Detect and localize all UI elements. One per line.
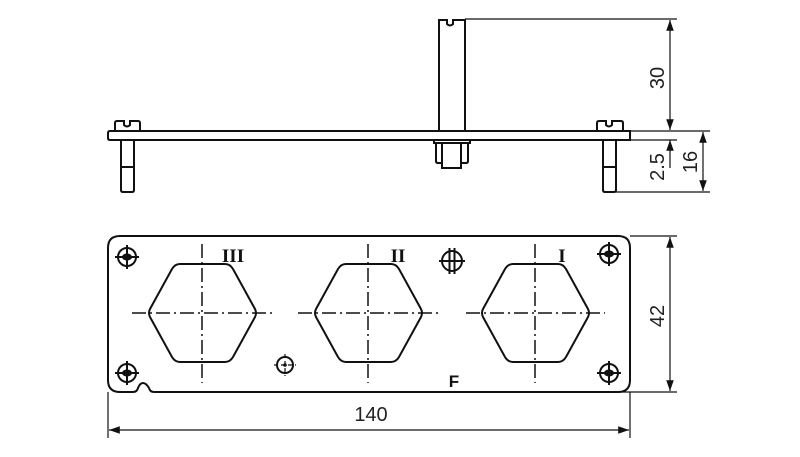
dim-42-label: 42 — [647, 305, 669, 327]
dimension-30: 30 — [465, 18, 677, 130]
corner-screw-tl — [115, 245, 139, 269]
label-port-II: II — [391, 246, 406, 267]
cutout-II — [298, 244, 438, 383]
dim-30-label: 30 — [647, 67, 669, 89]
label-port-III: III — [222, 246, 244, 267]
dimension-140: 140 — [107, 392, 631, 438]
dim-140-label: 140 — [354, 404, 387, 426]
screw-right — [596, 120, 624, 193]
corner-screw-bl — [115, 361, 139, 385]
locator-hole — [274, 354, 296, 376]
cutout-I — [466, 244, 605, 383]
side-view: 30 2.5 16 — [107, 18, 710, 193]
label-port-I: I — [558, 246, 565, 267]
plate-front — [107, 235, 631, 393]
dim-2.5-label: 2.5 — [647, 153, 669, 181]
standoff — [438, 19, 466, 131]
screw-left — [114, 120, 141, 193]
corner-screw-br — [597, 361, 621, 385]
dimension-42: 42 — [618, 235, 677, 393]
dim-16-label: 16 — [680, 151, 702, 173]
dimension-16: 16 — [680, 132, 707, 191]
cutout-III — [132, 244, 272, 383]
hex-nut — [433, 140, 471, 169]
dimension-2.5: 2.5 — [647, 140, 674, 181]
corner-screw-tr — [597, 242, 621, 266]
standoff-hole — [439, 248, 465, 274]
marking-F: F — [449, 372, 459, 391]
front-view: III II I F 42 — [107, 235, 677, 438]
plate-side — [107, 130, 631, 141]
